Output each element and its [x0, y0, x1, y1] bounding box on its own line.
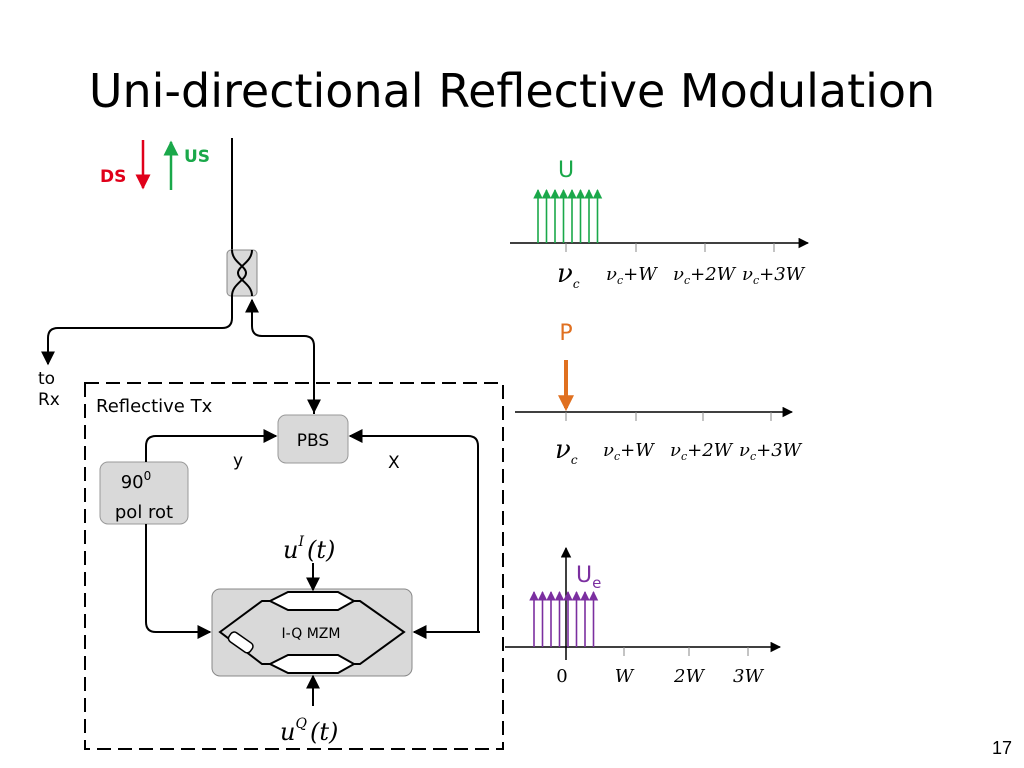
spectrum-p-tick-3: νc+3W	[739, 440, 803, 463]
pol-rot-label-2: pol rot	[115, 502, 173, 523]
x-loop-fiber	[348, 429, 479, 632]
mzm-label: I-Q MZM	[282, 626, 341, 642]
phase-shifter-icon	[227, 631, 254, 654]
iq-mzm: I-Q MZM	[211, 588, 413, 677]
pol-rot-box	[99, 461, 189, 525]
spectrum-ue-tick-3: 3W	[733, 666, 764, 687]
direction-legend: DS US	[100, 140, 210, 190]
spectrum-u-tick-0: νc	[557, 259, 580, 291]
reflective-tx-box	[84, 382, 504, 750]
spectrum-u-label: U	[558, 158, 574, 183]
drive-bottom-label: uQ(t)	[280, 716, 338, 746]
pbs-label: PBS	[297, 431, 329, 451]
spectrum-u: U νc νc+W νc+2W νc+3W	[510, 158, 810, 291]
spectrum-ue-tick-0: 0	[556, 666, 567, 687]
spectrum-p-ticks	[565, 412, 772, 421]
spectrum-ue-ticks	[623, 647, 749, 656]
spectrum-ue-tick-2: 2W	[673, 666, 705, 687]
spectrum-p-label: P	[559, 321, 572, 346]
spectrum-u-tick-1: νc+W	[606, 264, 658, 287]
spectrum-u-tick-2: νc+2W	[673, 264, 737, 287]
ds-label: DS	[100, 167, 126, 187]
spectrum-ue-tick-1: W	[615, 666, 635, 687]
spectrum-p-tick-1: νc+W	[603, 440, 655, 463]
upstream-fiber	[245, 298, 315, 414]
spectrum-ue-label: Ue	[576, 563, 601, 592]
spectrum-p-tick-0: νc	[555, 435, 578, 467]
y-port-label: y	[233, 451, 243, 471]
page-number: 17	[991, 738, 1012, 758]
drive-top-label: uI(t)	[283, 534, 335, 564]
spectrum-u-tick-3: νc+3W	[742, 264, 806, 287]
y-loop-fiber	[145, 429, 278, 462]
pbs-box	[277, 414, 349, 464]
fiber-coupler-icon	[226, 249, 258, 297]
spectrum-ue: Ue 0 W 2W 3W	[505, 546, 782, 687]
x-port-label: X	[388, 453, 400, 473]
to-rx-label: to	[38, 369, 55, 389]
spectrum-ue-carriers	[529, 591, 599, 647]
spectrum-u-ticks	[565, 243, 775, 252]
spectrum-p: P νc νc+W νc+2W νc+3W	[515, 321, 803, 467]
to-rx-fiber	[41, 296, 233, 366]
spectrum-u-carriers	[533, 189, 603, 243]
pol-rot-to-mzm	[145, 524, 212, 639]
pol-rot-label: 900	[121, 469, 152, 493]
to-rx-label-2: Rx	[38, 390, 60, 410]
spectrum-p-tick-2: νc+2W	[670, 440, 734, 463]
us-label: US	[184, 147, 210, 167]
slide-title: Uni-directional Reflective Modulation	[88, 64, 936, 118]
reflective-tx-label: Reflective Tx	[96, 396, 213, 417]
